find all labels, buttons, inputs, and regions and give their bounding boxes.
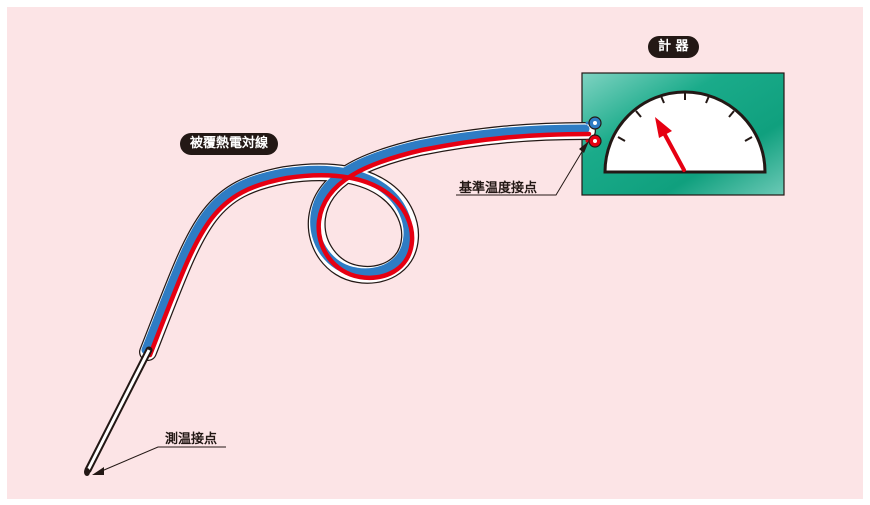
instrument-label: 計 器 [648, 36, 699, 58]
thermocouple-cable [139, 121, 596, 361]
leader-reference-junction [456, 141, 589, 196]
gauge-icon [603, 90, 767, 174]
probe-sheath [84, 346, 153, 476]
reference-junction-label: 基準温度接点 [459, 181, 538, 196]
cable-label: 被覆熱電対線 [180, 133, 279, 155]
leader-measuring-junction [92, 446, 226, 475]
terminal-red-icon [588, 134, 602, 148]
measuring-junction-label: 測温接点 [165, 432, 218, 447]
gauge-needle [655, 117, 686, 172]
terminal-blue-icon [588, 116, 602, 130]
instrument [581, 72, 785, 196]
